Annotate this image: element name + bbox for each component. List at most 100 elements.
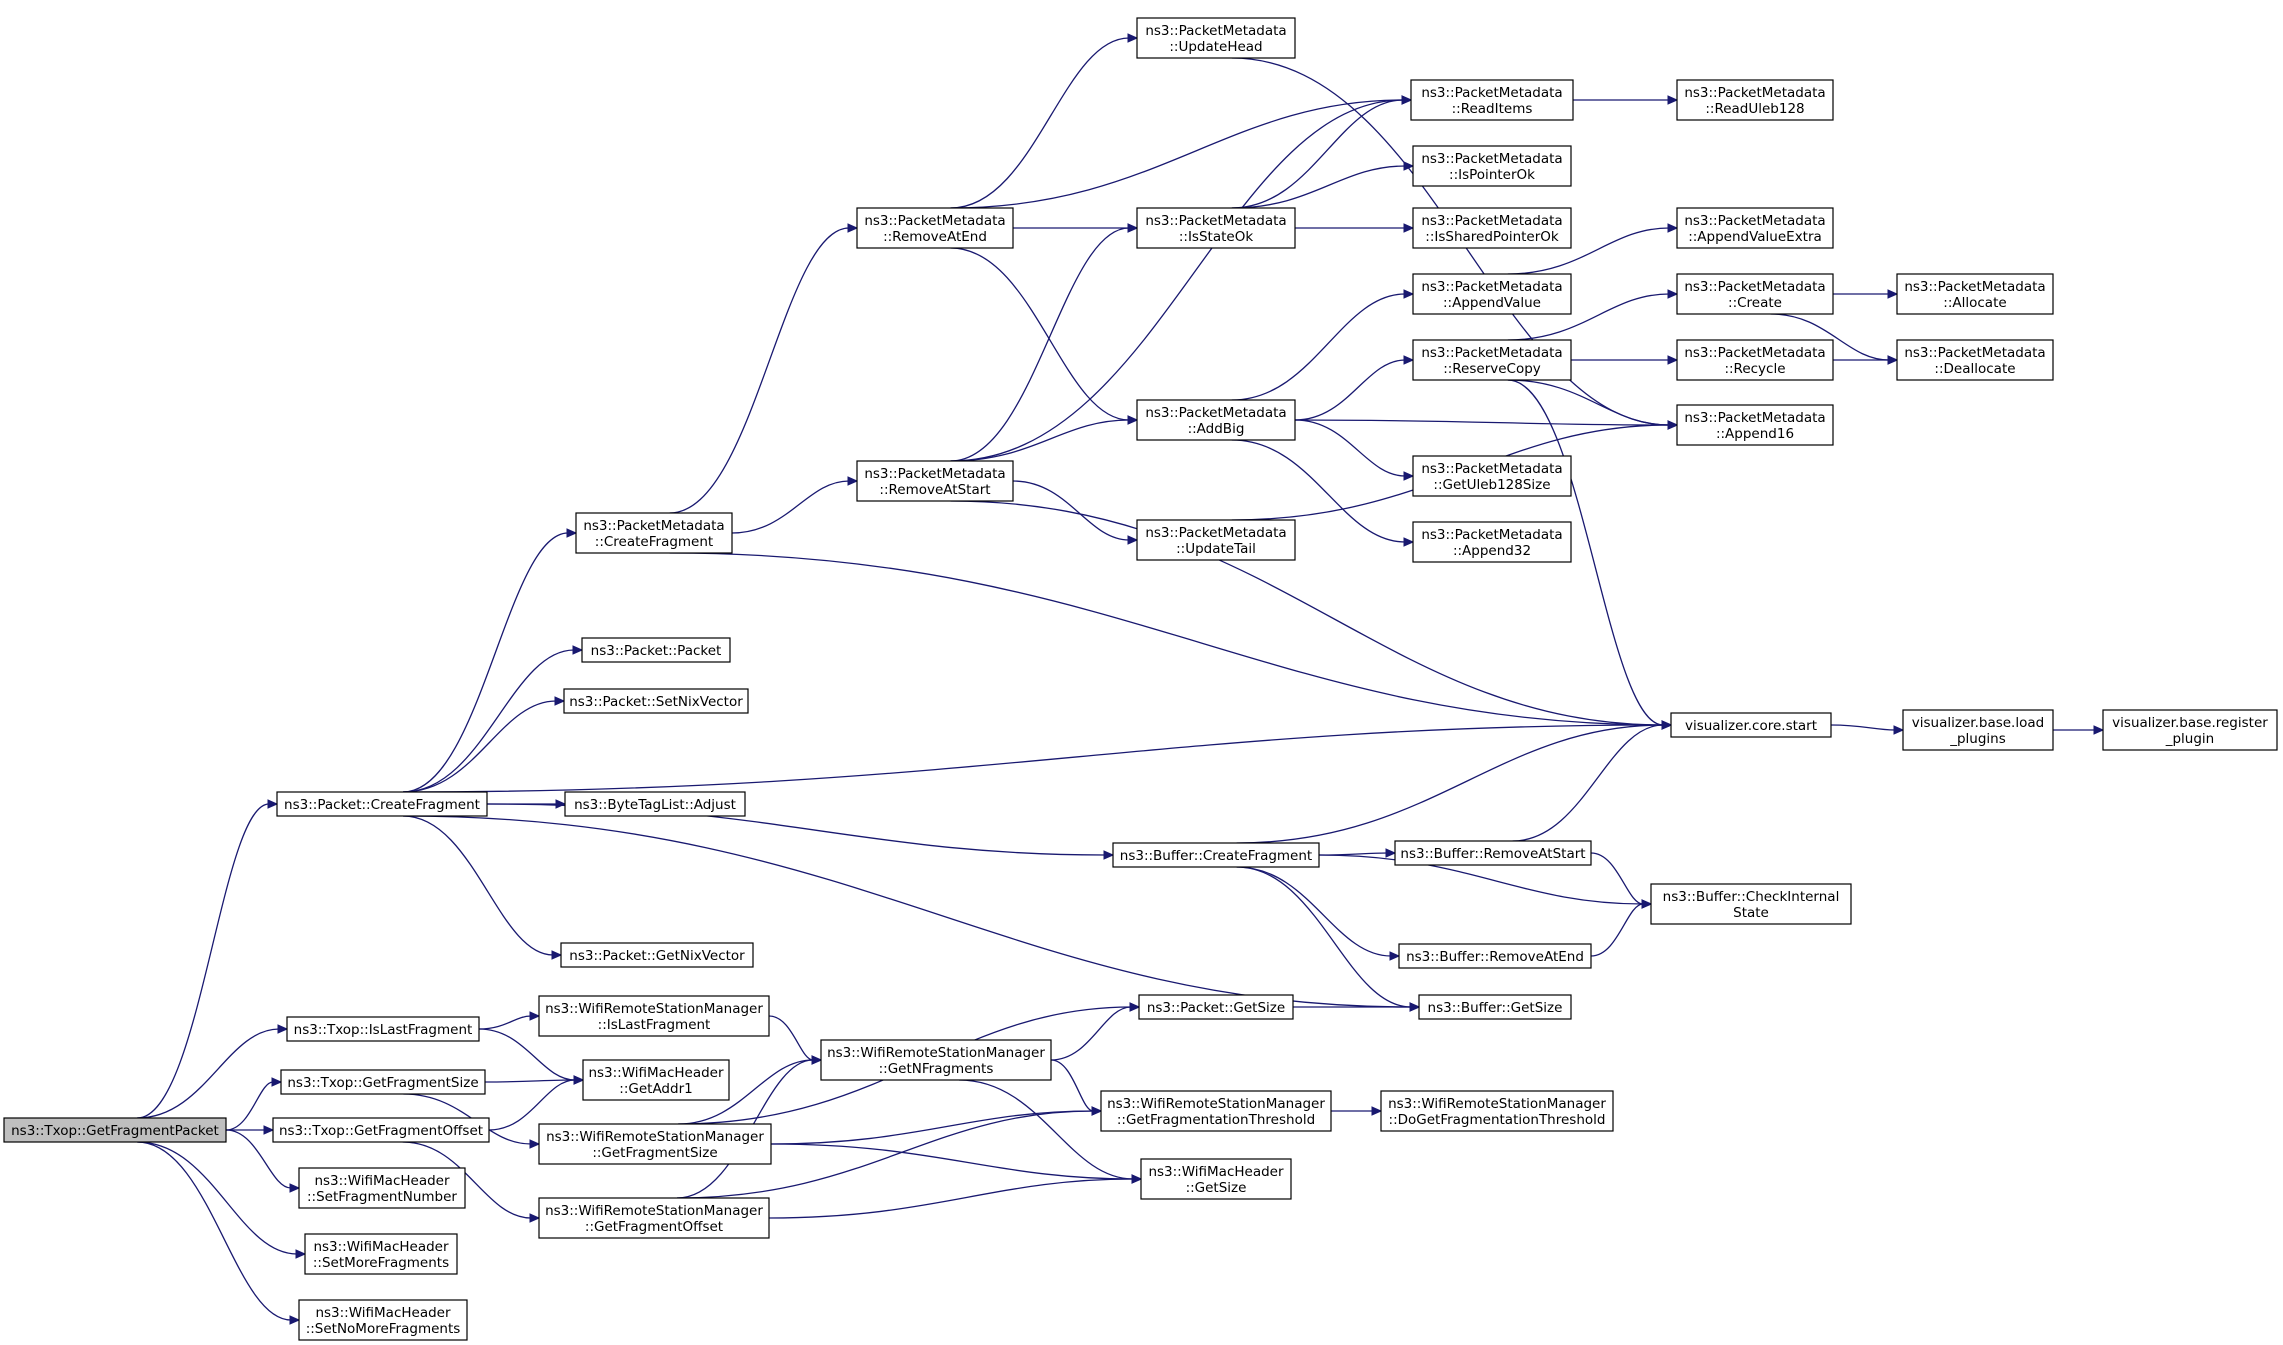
edge-n19-n27 xyxy=(958,1079,1143,1184)
node-n32[interactable]: ns3::PacketMetadata::ReserveCopy xyxy=(1412,339,1572,381)
edge-n26-n38 xyxy=(1331,1106,1383,1116)
node-n4[interactable]: ns3::Txop::GetFragmentOffset xyxy=(272,1117,490,1143)
node-n7[interactable]: ns3::WifiMacHeader::SetNoMoreFragments xyxy=(298,1299,468,1341)
node-n12[interactable]: ns3::Packet::GetNixVector xyxy=(560,942,754,968)
node-n14[interactable]: ns3::WifiMacHeader::GetAddr1 xyxy=(582,1059,730,1101)
edge-line xyxy=(950,227,1130,462)
node-label-line: ns3::Buffer::CheckInternal xyxy=(1663,889,1840,905)
edge-arrowhead xyxy=(1667,223,1679,233)
node-n6[interactable]: ns3::WifiMacHeader::SetMoreFragments xyxy=(304,1233,458,1275)
node-box xyxy=(1136,207,1296,249)
node-n15[interactable]: ns3::WifiRemoteStationManager::GetFragme… xyxy=(538,1123,772,1165)
node-n44[interactable]: visualizer.core.start xyxy=(1670,712,1832,738)
node-label-line: ns3::WifiRemoteStationManager xyxy=(1388,1096,1606,1112)
edge-n1-n9 xyxy=(402,645,584,793)
node-label-line: ::GetNFragments xyxy=(879,1061,994,1077)
node-n29[interactable]: ns3::PacketMetadata::IsPointerOk xyxy=(1412,145,1572,187)
node-n26[interactable]: ns3::WifiRemoteStationManager::GetFragme… xyxy=(1100,1090,1332,1132)
node-n18[interactable]: ns3::PacketMetadata::RemoveAtStart xyxy=(856,460,1014,502)
node-box xyxy=(304,1233,458,1275)
node-n22[interactable]: ns3::PacketMetadata::AddBig xyxy=(1136,399,1296,441)
node-n42[interactable]: ns3::PacketMetadata::Recycle xyxy=(1676,339,1834,381)
edge-arrowhead xyxy=(1409,1002,1421,1012)
node-label-line: ::GetFragmentationThreshold xyxy=(1117,1112,1315,1128)
node-label-line: ::SetMoreFragments xyxy=(313,1255,449,1271)
node-n0[interactable]: ns3::Txop::GetFragmentPacket xyxy=(3,1117,227,1143)
node-n46[interactable]: ns3::PacketMetadata::Allocate xyxy=(1896,273,2054,315)
node-box xyxy=(1398,943,1592,969)
edge-line xyxy=(731,480,850,534)
node-label-line: ns3::PacketMetadata xyxy=(1421,527,1562,543)
node-n49[interactable]: visualizer.base.register_plugin xyxy=(2102,709,2278,751)
node-n25[interactable]: ns3::Packet::GetSize xyxy=(1138,994,1294,1020)
node-n41[interactable]: ns3::PacketMetadata::Create xyxy=(1676,273,1834,315)
node-label-line: ::Append32 xyxy=(1453,543,1531,559)
node-n3[interactable]: ns3::Txop::GetFragmentSize xyxy=(280,1069,486,1095)
node-label-line: ::ReadItems xyxy=(1452,101,1533,117)
edge-line xyxy=(770,1143,1134,1180)
edge-n22-n34 xyxy=(1231,439,1415,547)
node-label-line: ns3::PacketMetadata xyxy=(1684,279,1825,295)
node-n38[interactable]: ns3::WifiRemoteStationManager::DoGetFrag… xyxy=(1380,1090,1614,1132)
edge-n24-n37 xyxy=(1236,866,1421,1012)
edge-n22-n32 xyxy=(1294,355,1415,421)
node-n48[interactable]: visualizer.base.load_plugins xyxy=(1902,709,2054,751)
node-label-line: ns3::Packet::GetSize xyxy=(1147,1000,1285,1016)
node-n33[interactable]: ns3::PacketMetadata::GetUleb128Size xyxy=(1412,455,1572,497)
node-n21[interactable]: ns3::PacketMetadata::IsStateOk xyxy=(1136,207,1296,249)
edge-n32-n41 xyxy=(1507,289,1679,341)
node-n17[interactable]: ns3::PacketMetadata::RemoveAtEnd xyxy=(856,207,1014,249)
node-n8[interactable]: ns3::PacketMetadata::CreateFragment xyxy=(575,512,733,554)
node-n39[interactable]: ns3::PacketMetadata::ReadUleb128 xyxy=(1676,79,1834,121)
node-n19[interactable]: ns3::WifiRemoteStationManager::GetNFragm… xyxy=(820,1039,1052,1081)
edge-line xyxy=(137,1141,292,1321)
node-n13[interactable]: ns3::WifiRemoteStationManager::IsLastFra… xyxy=(538,995,770,1037)
node-n10[interactable]: ns3::Packet::SetNixVector xyxy=(563,688,749,714)
edge-arrowhead xyxy=(271,1077,283,1087)
node-label-line: ns3::Buffer::CreateFragment xyxy=(1120,848,1312,864)
edge-arrowhead xyxy=(1403,289,1415,299)
edge-line xyxy=(137,803,270,1119)
edge-line xyxy=(1507,379,1670,426)
edge-n21-n28 xyxy=(1231,95,1413,209)
node-n37[interactable]: ns3::Buffer::GetSize xyxy=(1418,994,1572,1020)
node-n35[interactable]: ns3::Buffer::RemoveAtStart xyxy=(1394,840,1592,866)
node-label-line: ns3::PacketMetadata xyxy=(1904,279,2045,295)
node-n20[interactable]: ns3::PacketMetadata::UpdateHead xyxy=(1136,17,1296,59)
node-n16[interactable]: ns3::WifiRemoteStationManager::GetFragme… xyxy=(538,1197,770,1239)
node-n5[interactable]: ns3::WifiMacHeader::SetFragmentNumber xyxy=(298,1167,466,1209)
edge-line xyxy=(1236,724,1664,844)
node-n11[interactable]: ns3::ByteTagList::Adjust xyxy=(564,791,746,817)
node-n43[interactable]: ns3::PacketMetadata::Append16 xyxy=(1676,404,1834,446)
node-box xyxy=(1676,273,1834,315)
node-n2[interactable]: ns3::Txop::IsLastFragment xyxy=(286,1016,480,1042)
node-label-line: ::RemoveAtEnd xyxy=(883,229,987,245)
node-n31[interactable]: ns3::PacketMetadata::AppendValue xyxy=(1412,273,1572,315)
node-n1[interactable]: ns3::Packet::CreateFragment xyxy=(276,791,488,817)
edge-arrowhead xyxy=(566,528,578,538)
node-n9[interactable]: ns3::Packet::Packet xyxy=(581,637,731,663)
edge-line xyxy=(1507,293,1670,341)
node-box xyxy=(1418,994,1572,1020)
node-n34[interactable]: ns3::PacketMetadata::Append32 xyxy=(1412,521,1572,563)
node-n36[interactable]: ns3::Buffer::RemoveAtEnd xyxy=(1398,943,1592,969)
edge-n4-n14 xyxy=(488,1075,585,1131)
node-n30[interactable]: ns3::PacketMetadata::IsSharedPointerOk xyxy=(1412,207,1572,249)
edge-n3-n14 xyxy=(484,1075,585,1085)
node-n27[interactable]: ns3::WifiMacHeader::GetSize xyxy=(1140,1158,1292,1200)
edge-n22-n33 xyxy=(1294,419,1415,481)
node-n28[interactable]: ns3::PacketMetadata::ReadItems xyxy=(1410,79,1574,121)
edge-line xyxy=(950,247,1130,421)
edge-n0-n7 xyxy=(137,1141,301,1325)
edge-n1-n8 xyxy=(402,528,578,793)
node-n47[interactable]: ns3::PacketMetadata::Deallocate xyxy=(1896,339,2054,381)
edge-arrowhead xyxy=(1129,1002,1141,1012)
node-n24[interactable]: ns3::Buffer::CreateFragment xyxy=(1112,842,1320,868)
node-box xyxy=(564,791,746,817)
node-label-line: ns3::Txop::GetFragmentPacket xyxy=(11,1123,219,1139)
edge-arrowhead xyxy=(1385,848,1397,858)
node-n23[interactable]: ns3::PacketMetadata::UpdateTail xyxy=(1136,519,1296,561)
edge-line xyxy=(225,1129,292,1189)
node-n40[interactable]: ns3::PacketMetadata::AppendValueExtra xyxy=(1676,207,1834,249)
